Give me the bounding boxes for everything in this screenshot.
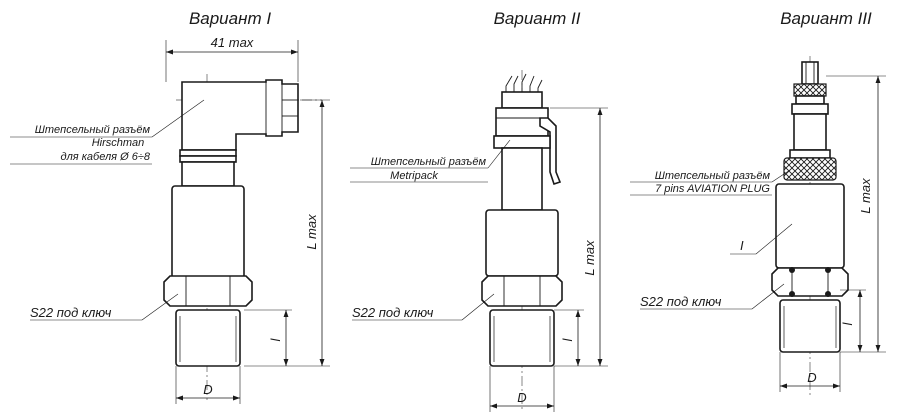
v3-gland-ring [795,95,825,105]
v3-hex-nut [771,267,849,297]
v1-body [171,185,245,279]
v1-gasket-1 [179,149,237,157]
v3-body-callout: I [740,238,744,253]
v3-connector-leader [771,169,791,183]
v1-wrench-leader [141,293,179,321]
v2-wrench-label: S22 под ключ [352,305,434,320]
v3-upper-sleeve [793,113,827,151]
v2-connector-leader [487,139,511,169]
v1-neck [181,161,235,187]
variant-1: Вариант I 41 max L max [10,9,330,404]
v2-connector-label-2: Metripack [390,170,438,182]
v1-thread [175,309,241,367]
v3-connector-label-2: 7 pins AVIATION PLUG [655,183,770,195]
v3-gland-nut [793,83,827,97]
v2-connector-flange [493,135,551,149]
v3-sleeve-ring [789,149,831,159]
v3-gland-collar [791,103,829,115]
v3-aviation-plug-ring [783,157,837,181]
v3-d-label: D [807,370,816,385]
v1-width-label: 41 max [211,35,254,50]
v2-wrench-leader [461,293,495,321]
v1-l-label: l [268,337,283,341]
v2-connector-label-1: Штепсельный разъём [371,156,487,168]
variant-1-title: Вариант I [189,9,271,28]
v1-connector-label-3: для кабеля Ø 6÷8 [61,151,151,163]
v3-body [775,183,845,269]
v3-wrench-leader [751,283,785,310]
v2-body [485,209,559,277]
v1-connector-label-2: Hirschman [92,137,145,149]
v2-cable-wires [505,73,543,108]
v1-d-label: D [203,382,212,397]
v1-connector-label-1: Штепсельный разъём [35,124,151,136]
v2-d-label: D [517,390,526,405]
v3-l-label: l [840,321,855,325]
v1-hirschman-head [181,79,299,151]
variant-3: Вариант III L max [630,9,886,396]
variant-3-title: Вариант III [780,9,872,28]
v1-hex-nut [163,275,253,307]
v3-wrench-label: S22 под ключ [640,294,722,309]
v1-gasket-2 [179,155,237,163]
v3-callout-leader [755,223,793,255]
v3-thread [779,299,841,353]
v2-cable-boot [501,91,543,109]
v1-connector-leader [151,99,205,138]
v2-l-label: l [560,337,575,341]
v3-lmax-label: L max [858,178,873,214]
v3-connector-label-1: Штепсельный разъём [655,170,771,182]
v2-thread [489,309,555,367]
v2-lmax-label: L max [582,240,597,276]
v1-lmax-label: L max [304,214,319,250]
variant-2-title: Вариант II [494,9,581,28]
v1-wrench-label: S22 под ключ [30,305,112,320]
v2-neck [501,147,543,211]
variant-2: Вариант II L max l [350,9,608,412]
v2-hex-nut [481,275,563,307]
v2-latch [539,117,562,186]
v3-cable [801,61,819,85]
